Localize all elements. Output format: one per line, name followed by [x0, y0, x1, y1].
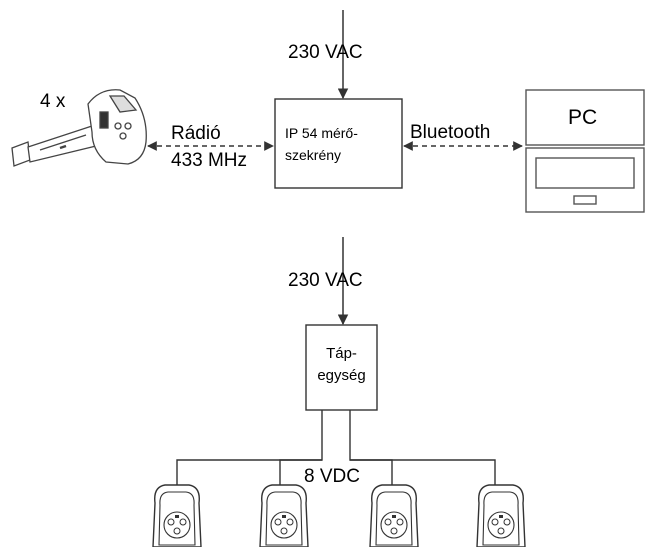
power-supply-box [305, 324, 378, 411]
cabinet-label-line1: IP 54 mérő- [285, 125, 358, 141]
output-voltage-label: 8 VDC [304, 466, 360, 487]
pc-icon [525, 89, 645, 213]
socket-icon-2 [259, 484, 309, 547]
power-label-top: 230 VAC [288, 42, 363, 63]
socket-icon-3 [369, 484, 419, 547]
socket-icon-4 [476, 484, 526, 547]
radio-label-line2: 433 MHz [171, 150, 247, 171]
pc-label: PC [568, 106, 597, 129]
top-system: 230 VAC IP 54 mérő- szekrény 4 x Rádió 4… [11, 10, 645, 213]
sensor-device-icon [11, 89, 147, 167]
cabinet-label-line2: szekrény [285, 147, 341, 163]
power-label-bottom: 230 VAC [288, 270, 363, 291]
sensor-count-label: 4 x [40, 91, 66, 112]
radio-label-line1: Rádió [171, 123, 221, 144]
distribution-arrowheads [172, 492, 500, 500]
psu-label-line1: Táp- [326, 345, 357, 362]
distribution-wiring [176, 410, 496, 497]
measuring-cabinet-box [274, 98, 403, 189]
socket-icon-1 [152, 484, 202, 547]
pc-screen [525, 89, 645, 146]
bluetooth-label: Bluetooth [410, 122, 490, 143]
bottom-system: 230 VAC Táp- egység 8 VDC [152, 237, 526, 547]
psu-label-line2: egység [317, 367, 365, 384]
